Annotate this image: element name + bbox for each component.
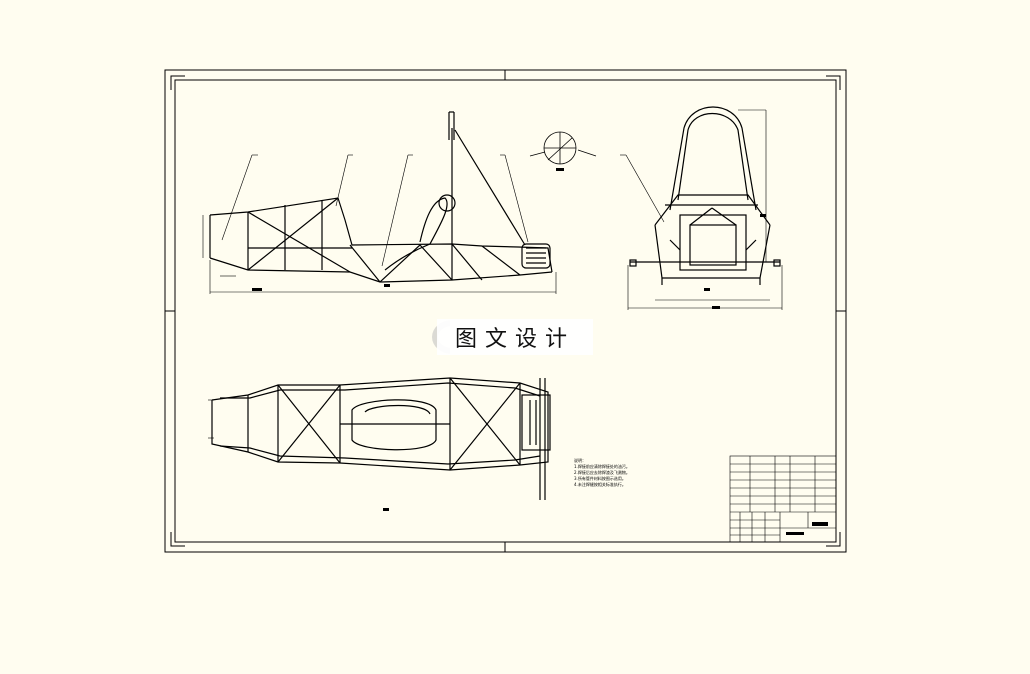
technical-notes: 说明： 1.焊接前应清除焊接处的油污。 2.焊接后应去除焊渣及飞溅物。 3.所有… bbox=[574, 458, 714, 488]
front-view-frame bbox=[629, 106, 781, 285]
side-view-annotations bbox=[202, 154, 557, 294]
note-line: 4.未注焊缝按相关标准执行。 bbox=[574, 482, 626, 487]
watermark: 图文设计 bbox=[437, 319, 593, 355]
detail-view bbox=[529, 131, 597, 171]
side-view-frame bbox=[209, 111, 553, 283]
note-line: 1.焊接前应清除焊接处的油污。 bbox=[574, 464, 630, 469]
title-block bbox=[729, 455, 837, 543]
drawing-border bbox=[164, 69, 847, 553]
top-view-frame bbox=[211, 377, 551, 500]
engine-block bbox=[521, 243, 551, 269]
note-line: 说明： bbox=[574, 458, 586, 463]
note-line: 3.所有管件材料按图示选用。 bbox=[574, 476, 626, 481]
note-line: 2.焊接后应去除焊渣及飞溅物。 bbox=[574, 470, 630, 475]
top-view-annotations bbox=[208, 399, 389, 511]
front-view-annotations bbox=[620, 109, 783, 310]
